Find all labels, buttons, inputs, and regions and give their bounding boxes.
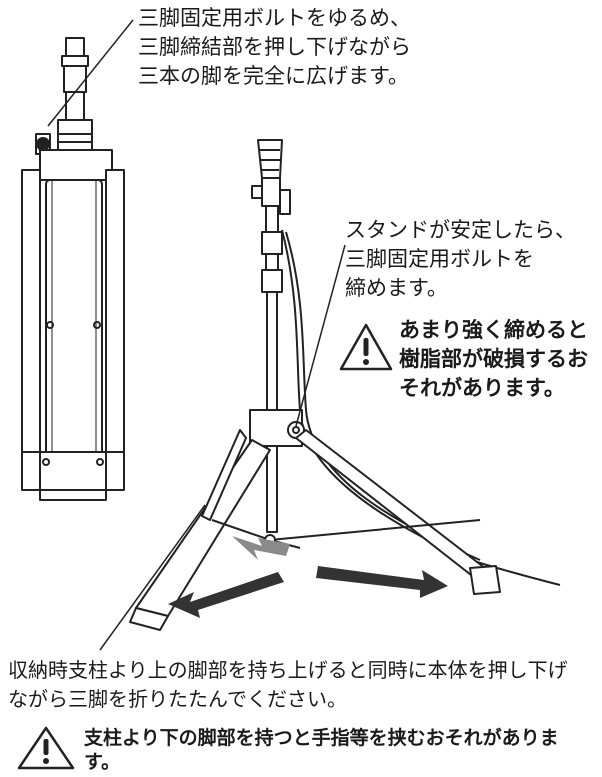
- tighten-warning-line-3: それがあります。: [399, 376, 565, 400]
- fold-instruction-line-2: ながら三脚を折りたたんでください。: [8, 687, 347, 711]
- tighten-instruction-line-2: 三脚固定用ボルトを: [345, 247, 534, 271]
- bottom-warning-line-1: 支柱より下の脚部を持つと手指等を挟むおそれがありま: [84, 727, 559, 749]
- tighten-instruction-line-1: スタンドが安定したら、: [345, 218, 576, 242]
- warning-triangle-icon: [339, 323, 393, 371]
- tighten-instruction-line-3: 締めます。: [345, 276, 448, 300]
- top-instruction-line-1: 三脚固定用ボルトをゆるめ、: [138, 6, 411, 30]
- top-instruction-line-2: 三脚締結部を押し下げながら: [138, 35, 411, 59]
- fold-instruction-line-1: 収納時支柱より上の脚部を持ち上げると同時に本体を押し下げ: [8, 658, 568, 682]
- motion-arrows: [168, 536, 448, 618]
- warning-triangle-icon: [17, 726, 75, 770]
- top-instruction-line-3: 三本の脚を完全に広げます。: [138, 64, 409, 88]
- bottom-warning-line-2: す。: [84, 751, 121, 773]
- tighten-warning-line-2: 樹脂部が破損するお: [399, 347, 588, 371]
- tighten-warning-line-1: あまり強く締めると: [399, 318, 588, 342]
- folded-stand: [21, 37, 125, 501]
- opened-stand: [129, 139, 561, 631]
